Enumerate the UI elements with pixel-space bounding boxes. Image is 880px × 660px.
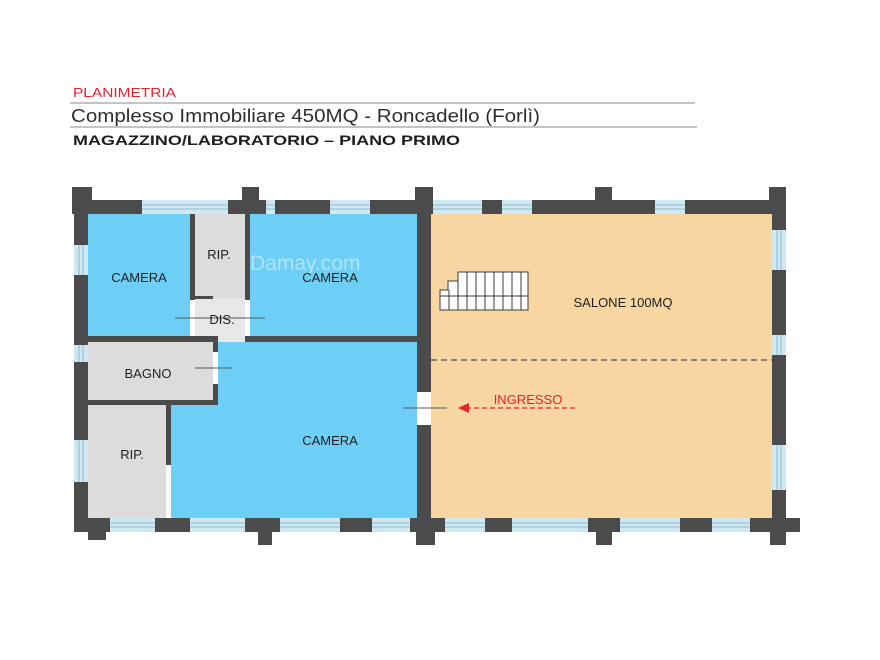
wall-segment [772, 490, 786, 545]
pilaster [595, 187, 612, 214]
room-camera-bottom [171, 342, 417, 518]
entrance-arrow: INGRESSO [458, 392, 576, 413]
wall-segment [74, 482, 88, 532]
staircase [439, 271, 529, 311]
wall-segment [275, 200, 330, 214]
wall-segment [213, 342, 218, 352]
wall-segment [680, 518, 712, 532]
label-camera-top-left: CAMERA [111, 270, 167, 285]
interior-walls [88, 214, 417, 465]
watermark: Damay.com [250, 252, 360, 275]
room-rip-top [195, 214, 245, 298]
entrance-arrow-head-icon [458, 403, 469, 413]
category-label: PLANIMETRIA [73, 86, 177, 100]
wall-segment [245, 336, 417, 342]
label-rip-bottom: RIP. [120, 447, 144, 462]
page-subtitle: MAGAZZINO/LABORATORIO – PIANO PRIMO [73, 132, 460, 148]
wall-segment [155, 518, 190, 532]
page-title: Complesso Immobiliare 450MQ - Roncadello… [71, 106, 540, 126]
label-salone: SALONE 100MQ [574, 295, 673, 310]
wall-segment [74, 187, 88, 245]
stair-outline [439, 271, 529, 311]
room-labels: CAMERA RIP. CAMERA DIS. BAGNO RIP. CAMER… [111, 247, 672, 462]
wall-segment [417, 200, 431, 392]
room-salone [431, 214, 772, 518]
wall-segment [88, 336, 218, 342]
wall-segment [213, 384, 218, 405]
room-camera-top-right [250, 214, 417, 336]
label-bagno: BAGNO [125, 366, 172, 381]
pilaster [596, 518, 612, 545]
wall-segment [74, 275, 88, 345]
central-wall [403, 200, 447, 532]
room-camera-top-left [88, 214, 190, 336]
wall-segment [88, 400, 218, 405]
wall-segment [482, 200, 502, 214]
wall-segment [417, 425, 431, 532]
wall-segment [74, 362, 88, 440]
label-dis: DIS. [209, 312, 234, 327]
wall-segment [340, 518, 372, 532]
wall-segment [485, 518, 512, 532]
wall-segment [772, 355, 786, 445]
pilaster [242, 187, 259, 214]
wall-segment [195, 296, 213, 299]
wall-segment [532, 200, 655, 214]
wall-segment [772, 270, 786, 335]
label-camera-top-right: CAMERA [302, 270, 358, 285]
room-dis [195, 298, 245, 342]
wall-segment [772, 187, 786, 230]
pilaster [258, 518, 272, 545]
wall-segment [166, 405, 171, 465]
label-camera-bottom: CAMERA [302, 433, 358, 448]
entrance-label: INGRESSO [494, 392, 563, 407]
label-rip-top: RIP. [207, 247, 231, 262]
rooms [88, 214, 772, 518]
pilaster [88, 518, 106, 540]
wall-segment [190, 214, 195, 300]
header: PLANIMETRIA Complesso Immobiliare 450MQ … [70, 86, 697, 148]
room-bagno [88, 342, 213, 400]
wall-segment [685, 200, 786, 214]
room-rip-bottom [88, 405, 166, 518]
wall-segment [245, 214, 250, 300]
